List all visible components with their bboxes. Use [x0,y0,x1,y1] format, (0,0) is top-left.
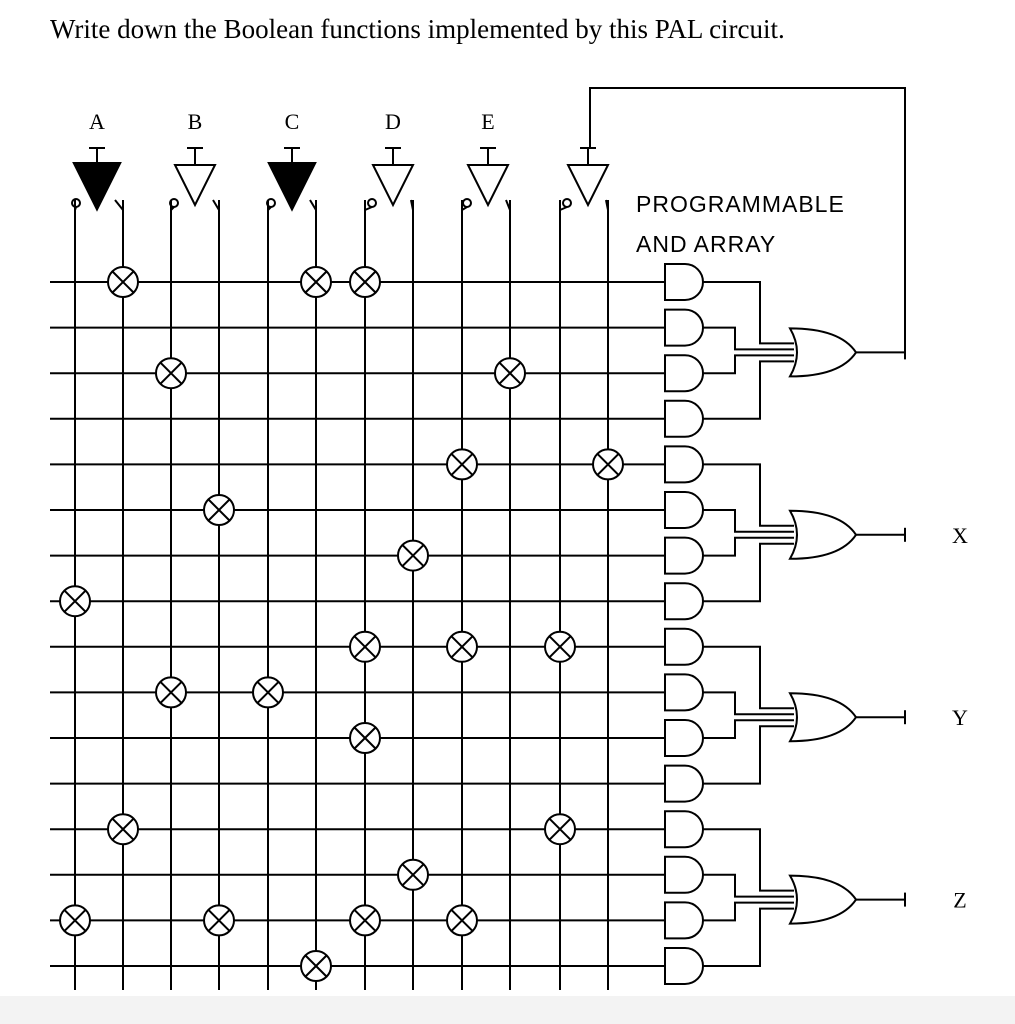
input-label-b: B [188,109,203,134]
pal-circuit-diagram: A B C D E PROGRAMMABLE AND ARRAY X Y Z [50,87,968,990]
question-text: Write down the Boolean functions impleme… [50,14,785,44]
fuse-x-icon [446,904,478,937]
and-gate-icon [664,764,704,803]
fuse-x-icon [300,950,332,982]
and-gate-icon [664,354,704,393]
fuse-x-icon [252,676,284,709]
fuse-x-icon [300,266,332,298]
and-gate-icon [664,901,704,940]
or-gate-icon [703,463,906,603]
fuse-x-icon [155,357,187,390]
and-gate-icon [664,263,704,301]
input-buffer-icon [461,147,511,220]
fuse-x-icon [544,630,576,663]
and-gate-icon [664,627,704,666]
input-buffer-icon [559,147,610,220]
and-gate-icon [664,810,704,849]
input-buffer-icon [71,147,124,220]
and-gate-icon [664,536,704,575]
or-gate-icon [703,281,906,420]
fuse-x-icon [203,494,235,526]
output-label-x: X [952,523,968,548]
fuse-x-icon [494,357,526,390]
input-buffer-icon [364,147,415,220]
fuse-x-icon [349,266,381,298]
fuse-x-icon [349,722,381,754]
array-label: AND ARRAY [636,231,776,257]
or-gate-icon [703,645,906,785]
fuse-x-icon [397,539,429,572]
input-buffer-icon [169,147,220,220]
fuse-x-icon [107,813,139,846]
and-gate-icon [664,947,704,985]
and-gate-icon [664,445,704,484]
and-gate-icon [664,582,704,621]
and-gate-icon [664,399,704,438]
input-label-a: A [89,109,105,134]
fuse-x-icon [446,630,478,663]
fuse-x-icon [446,448,478,481]
input-buffer-icon [266,147,317,220]
input-label-c: C [285,109,300,134]
fuse-x-icon [349,630,381,663]
fuse-x-icon [544,813,576,846]
fuse-x-icon [203,904,235,937]
and-gate-icon [664,719,704,757]
and-gate-icon [664,673,704,712]
fuse-x-icon [397,858,429,891]
array-label: PROGRAMMABLE [636,191,845,217]
and-gate-icon [664,308,704,347]
fuse-x-icon [107,266,139,298]
feedback-wire [589,87,906,353]
fuse-x-icon [349,904,381,937]
fuse-x-icon [59,904,91,937]
fuse-x-icon [155,676,187,709]
output-label-y: Y [952,705,968,730]
footer-band [0,996,1015,1024]
fuse-x-icon [59,585,91,618]
and-gate-icon [664,491,704,529]
input-label-d: D [385,109,401,134]
fuse-x-icon [592,448,624,481]
input-label-e: E [481,109,494,134]
and-gate-icon [664,855,704,894]
output-label-z: Z [953,888,966,913]
or-gate-icon [703,828,906,967]
